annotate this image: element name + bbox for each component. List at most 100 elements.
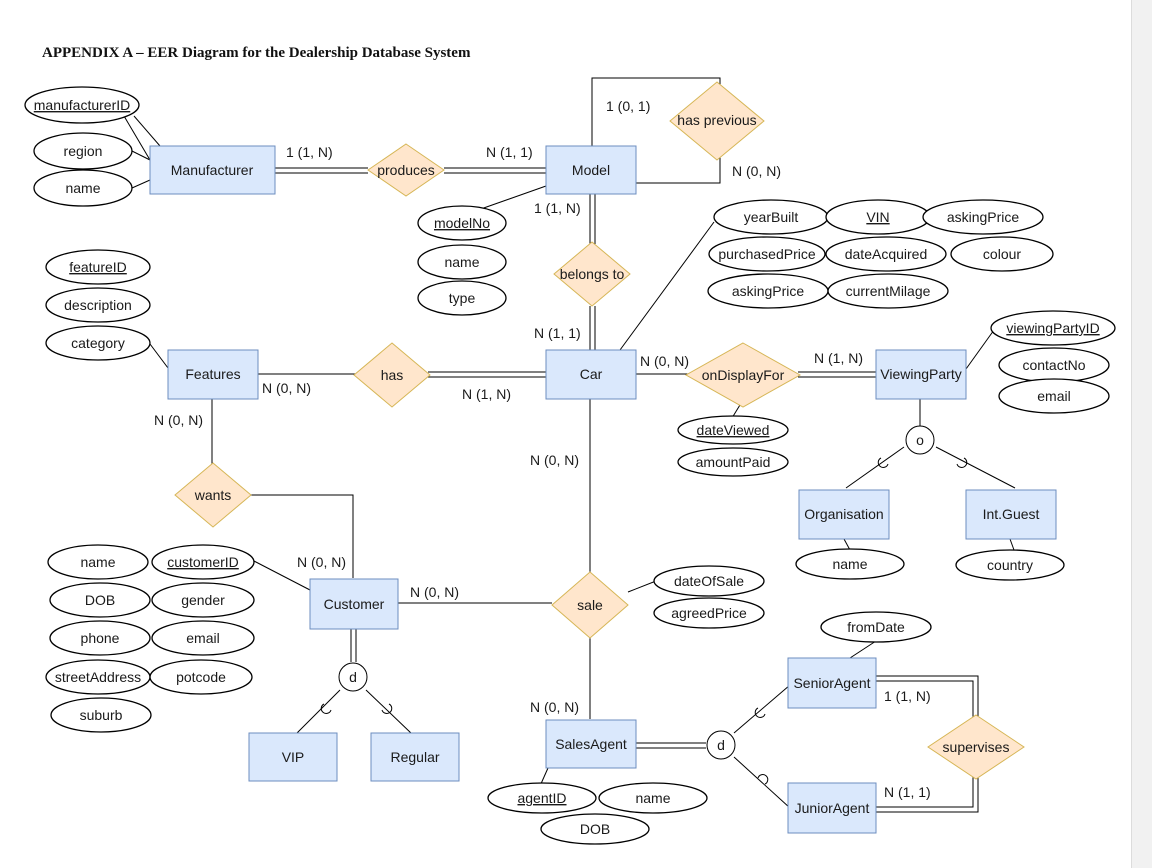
attr-category[interactable]: category (45, 325, 151, 361)
attr-year-built[interactable]: yearBuilt (713, 199, 829, 235)
relationship-has-previous[interactable]: has previous (669, 81, 765, 161)
attr-amount-paid[interactable]: amountPaid (677, 447, 789, 477)
relationship-sale[interactable]: sale (551, 571, 629, 639)
svg-text:SeniorAgent: SeniorAgent (793, 675, 870, 691)
card-model-prev-top: 1 (0, 1) (606, 98, 650, 114)
svg-text:currentMilage: currentMilage (846, 283, 931, 299)
svg-text:category: category (71, 335, 125, 351)
diagram-title: APPENDIX A – EER Diagram for the Dealers… (42, 45, 471, 61)
attr-customer-id[interactable]: customerID (151, 544, 255, 580)
svg-text:streetAddress: streetAddress (55, 669, 141, 685)
page-edge (1131, 0, 1152, 868)
svg-text:Model: Model (572, 162, 610, 178)
svg-text:dateOfSale: dateOfSale (674, 573, 744, 589)
attr-purchased-price[interactable]: purchasedPrice (708, 236, 826, 272)
svg-text:featureID: featureID (69, 259, 127, 275)
entity-manufacturer[interactable]: Manufacturer (149, 145, 276, 195)
attr-agent-name[interactable]: name (598, 782, 708, 814)
card-model-belongs: 1 (1, N) (534, 200, 581, 216)
svg-text:purchasedPrice: purchasedPrice (718, 246, 815, 262)
entity-features[interactable]: Features (167, 349, 259, 400)
entity-customer[interactable]: Customer (309, 578, 399, 630)
attr-description[interactable]: description (45, 287, 151, 323)
svg-text:agreedPrice: agreedPrice (671, 605, 747, 621)
entity-car[interactable]: Car (545, 349, 637, 400)
attr-model-name[interactable]: name (417, 244, 507, 280)
attr-viewing-party-email[interactable]: email (998, 378, 1110, 414)
entity-senior-agent[interactable]: SeniorAgent (787, 657, 877, 709)
attr-agreed-price[interactable]: agreedPrice (653, 597, 765, 629)
svg-text:has previous: has previous (677, 112, 756, 128)
attr-vin[interactable]: VIN (825, 199, 931, 235)
svg-text:yearBuilt: yearBuilt (744, 209, 799, 225)
svg-text:viewingPartyID: viewingPartyID (1006, 320, 1099, 336)
svg-text:name: name (635, 790, 670, 806)
card-customer-wants: N (0, N) (297, 554, 346, 570)
subset-junior-icon (757, 774, 769, 785)
entity-vip[interactable]: VIP (248, 732, 338, 782)
svg-text:Features: Features (185, 366, 240, 382)
relationship-produces[interactable]: produces (367, 143, 445, 197)
svg-text:askingPrice: askingPrice (732, 283, 805, 299)
attr-agent-id[interactable]: agentID (487, 782, 597, 814)
card-features-has: N (0, N) (262, 380, 311, 396)
card-agent-sale: N (0, N) (530, 699, 579, 715)
attr-date-viewed[interactable]: dateViewed (677, 415, 789, 445)
svg-text:VIP: VIP (282, 749, 305, 765)
attr-date-of-sale[interactable]: dateOfSale (653, 565, 765, 597)
attr-asking-price-1[interactable]: askingPrice (922, 199, 1044, 235)
attr-colour[interactable]: colour (950, 236, 1054, 272)
specialisation-sales-agent[interactable]: d (706, 730, 736, 760)
attr-organisation-name[interactable]: name (795, 548, 905, 580)
entity-organisation[interactable]: Organisation (798, 489, 890, 540)
relationship-on-display-for[interactable]: onDisplayFor (684, 342, 802, 408)
svg-text:d: d (349, 669, 357, 685)
attr-region[interactable]: region (33, 132, 133, 170)
attr-potcode[interactable]: potcode (149, 659, 253, 695)
attr-viewing-party-id[interactable]: viewingPartyID (990, 310, 1116, 346)
attr-model-type[interactable]: type (417, 280, 507, 316)
card-car-belongs: N (1, 1) (534, 325, 581, 341)
attr-customer-email[interactable]: email (151, 620, 255, 656)
attr-from-date[interactable]: fromDate (820, 611, 932, 643)
specialisation-viewing-party[interactable]: o (905, 425, 935, 455)
attr-date-acquired[interactable]: dateAcquired (825, 236, 947, 272)
entity-sales-agent[interactable]: SalesAgent (545, 719, 637, 769)
attr-phone[interactable]: phone (49, 620, 151, 656)
attr-manufacturer-name[interactable]: name (33, 169, 133, 207)
relationship-belongs-to[interactable]: belongs to (553, 241, 631, 307)
svg-text:sale: sale (577, 597, 603, 613)
attr-street-address[interactable]: streetAddress (45, 659, 151, 695)
attr-suburb[interactable]: suburb (50, 697, 152, 733)
svg-text:supervises: supervises (943, 739, 1010, 755)
entity-viewing-party[interactable]: ViewingParty (875, 349, 967, 400)
attr-contact-no[interactable]: contactNo (998, 347, 1110, 383)
attr-asking-price-2[interactable]: askingPrice (707, 273, 829, 309)
entity-int-guest[interactable]: Int.Guest (965, 489, 1057, 540)
attr-feature-id[interactable]: featureID (45, 249, 151, 285)
subset-intguest-icon (956, 457, 968, 468)
attr-agent-dob[interactable]: DOB (540, 813, 650, 845)
card-features-wants: N (0, N) (154, 412, 203, 428)
subset-senior-icon (754, 707, 766, 718)
relationship-has[interactable]: has (353, 342, 431, 408)
svg-text:askingPrice: askingPrice (947, 209, 1020, 225)
entity-model[interactable]: Model (545, 145, 637, 195)
relationship-wants[interactable]: wants (174, 462, 252, 528)
attr-model-no[interactable]: modelNo (417, 205, 507, 241)
attr-customer-name[interactable]: name (47, 544, 149, 580)
attr-manufacturer-id[interactable]: manufacturerID (24, 86, 140, 124)
attr-country[interactable]: country (955, 549, 1065, 581)
attr-dob[interactable]: DOB (49, 582, 151, 618)
svg-text:JuniorAgent: JuniorAgent (795, 800, 870, 816)
specialisation-customer[interactable]: d (338, 662, 368, 692)
entity-regular[interactable]: Regular (370, 732, 460, 782)
entity-junior-agent[interactable]: JuniorAgent (787, 782, 877, 834)
attr-gender[interactable]: gender (151, 582, 255, 618)
attr-current-milage[interactable]: currentMilage (827, 273, 949, 309)
svg-text:name: name (80, 554, 115, 570)
card-customer-sale: N (0, N) (410, 584, 459, 600)
card-junior-supervises: N (1, 1) (884, 784, 931, 800)
relationship-supervises[interactable]: supervises (927, 714, 1025, 780)
